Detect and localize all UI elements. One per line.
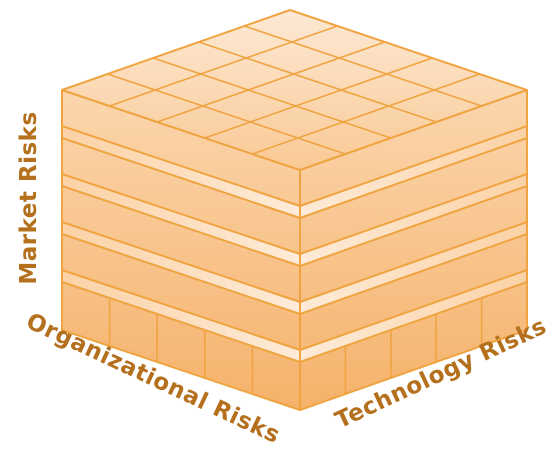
top-grid-line [198,41,437,123]
top-grid-line [156,41,386,123]
top-grid-line [244,25,482,107]
top-grid-line [109,25,338,107]
top-grid-line [152,57,392,139]
top-face [61,9,528,171]
cube-shape [61,9,528,411]
top-grid-line [252,73,480,155]
market-risks-label: Market Risks [16,111,42,284]
top-grid-line [107,73,346,155]
top-grid-line [204,57,433,139]
